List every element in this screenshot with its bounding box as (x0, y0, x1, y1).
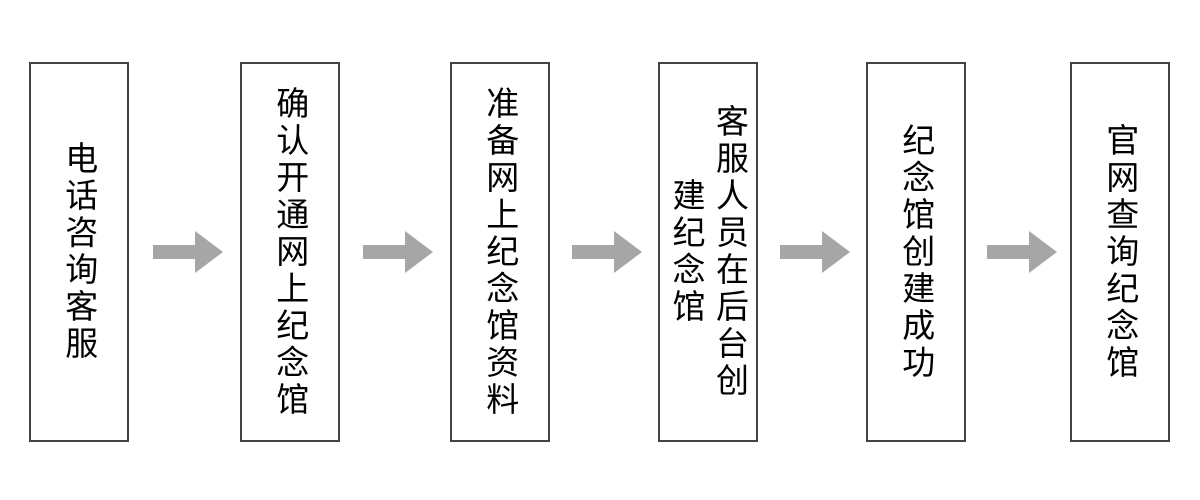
flow-arrow-2 (363, 231, 433, 273)
flow-arrow-1 (153, 231, 223, 273)
process-node-4-label: 客服人员在后台创建纪念馆 (667, 104, 750, 400)
process-node-6-label: 官网查询纪念馆 (1100, 122, 1140, 382)
process-node-2-label: 确认开通网上纪念馆 (270, 85, 310, 419)
process-node-1[interactable]: 电话咨询客服 (29, 62, 129, 442)
process-node-2[interactable]: 确认开通网上纪念馆 (240, 62, 340, 442)
process-node-4[interactable]: 客服人员在后台创建纪念馆 (658, 62, 758, 442)
process-node-6[interactable]: 官网查询纪念馆 (1070, 62, 1170, 442)
process-node-3-label: 准备网上纪念馆资料 (480, 85, 520, 419)
process-node-5[interactable]: 纪念馆创建成功 (866, 62, 966, 442)
flow-arrow-5 (987, 231, 1057, 273)
process-node-3[interactable]: 准备网上纪念馆资料 (450, 62, 550, 442)
process-node-1-label: 电话咨询客服 (59, 141, 99, 363)
flow-arrow-3 (572, 231, 642, 273)
process-node-5-label: 纪念馆创建成功 (896, 122, 936, 382)
flow-arrow-4 (780, 231, 850, 273)
